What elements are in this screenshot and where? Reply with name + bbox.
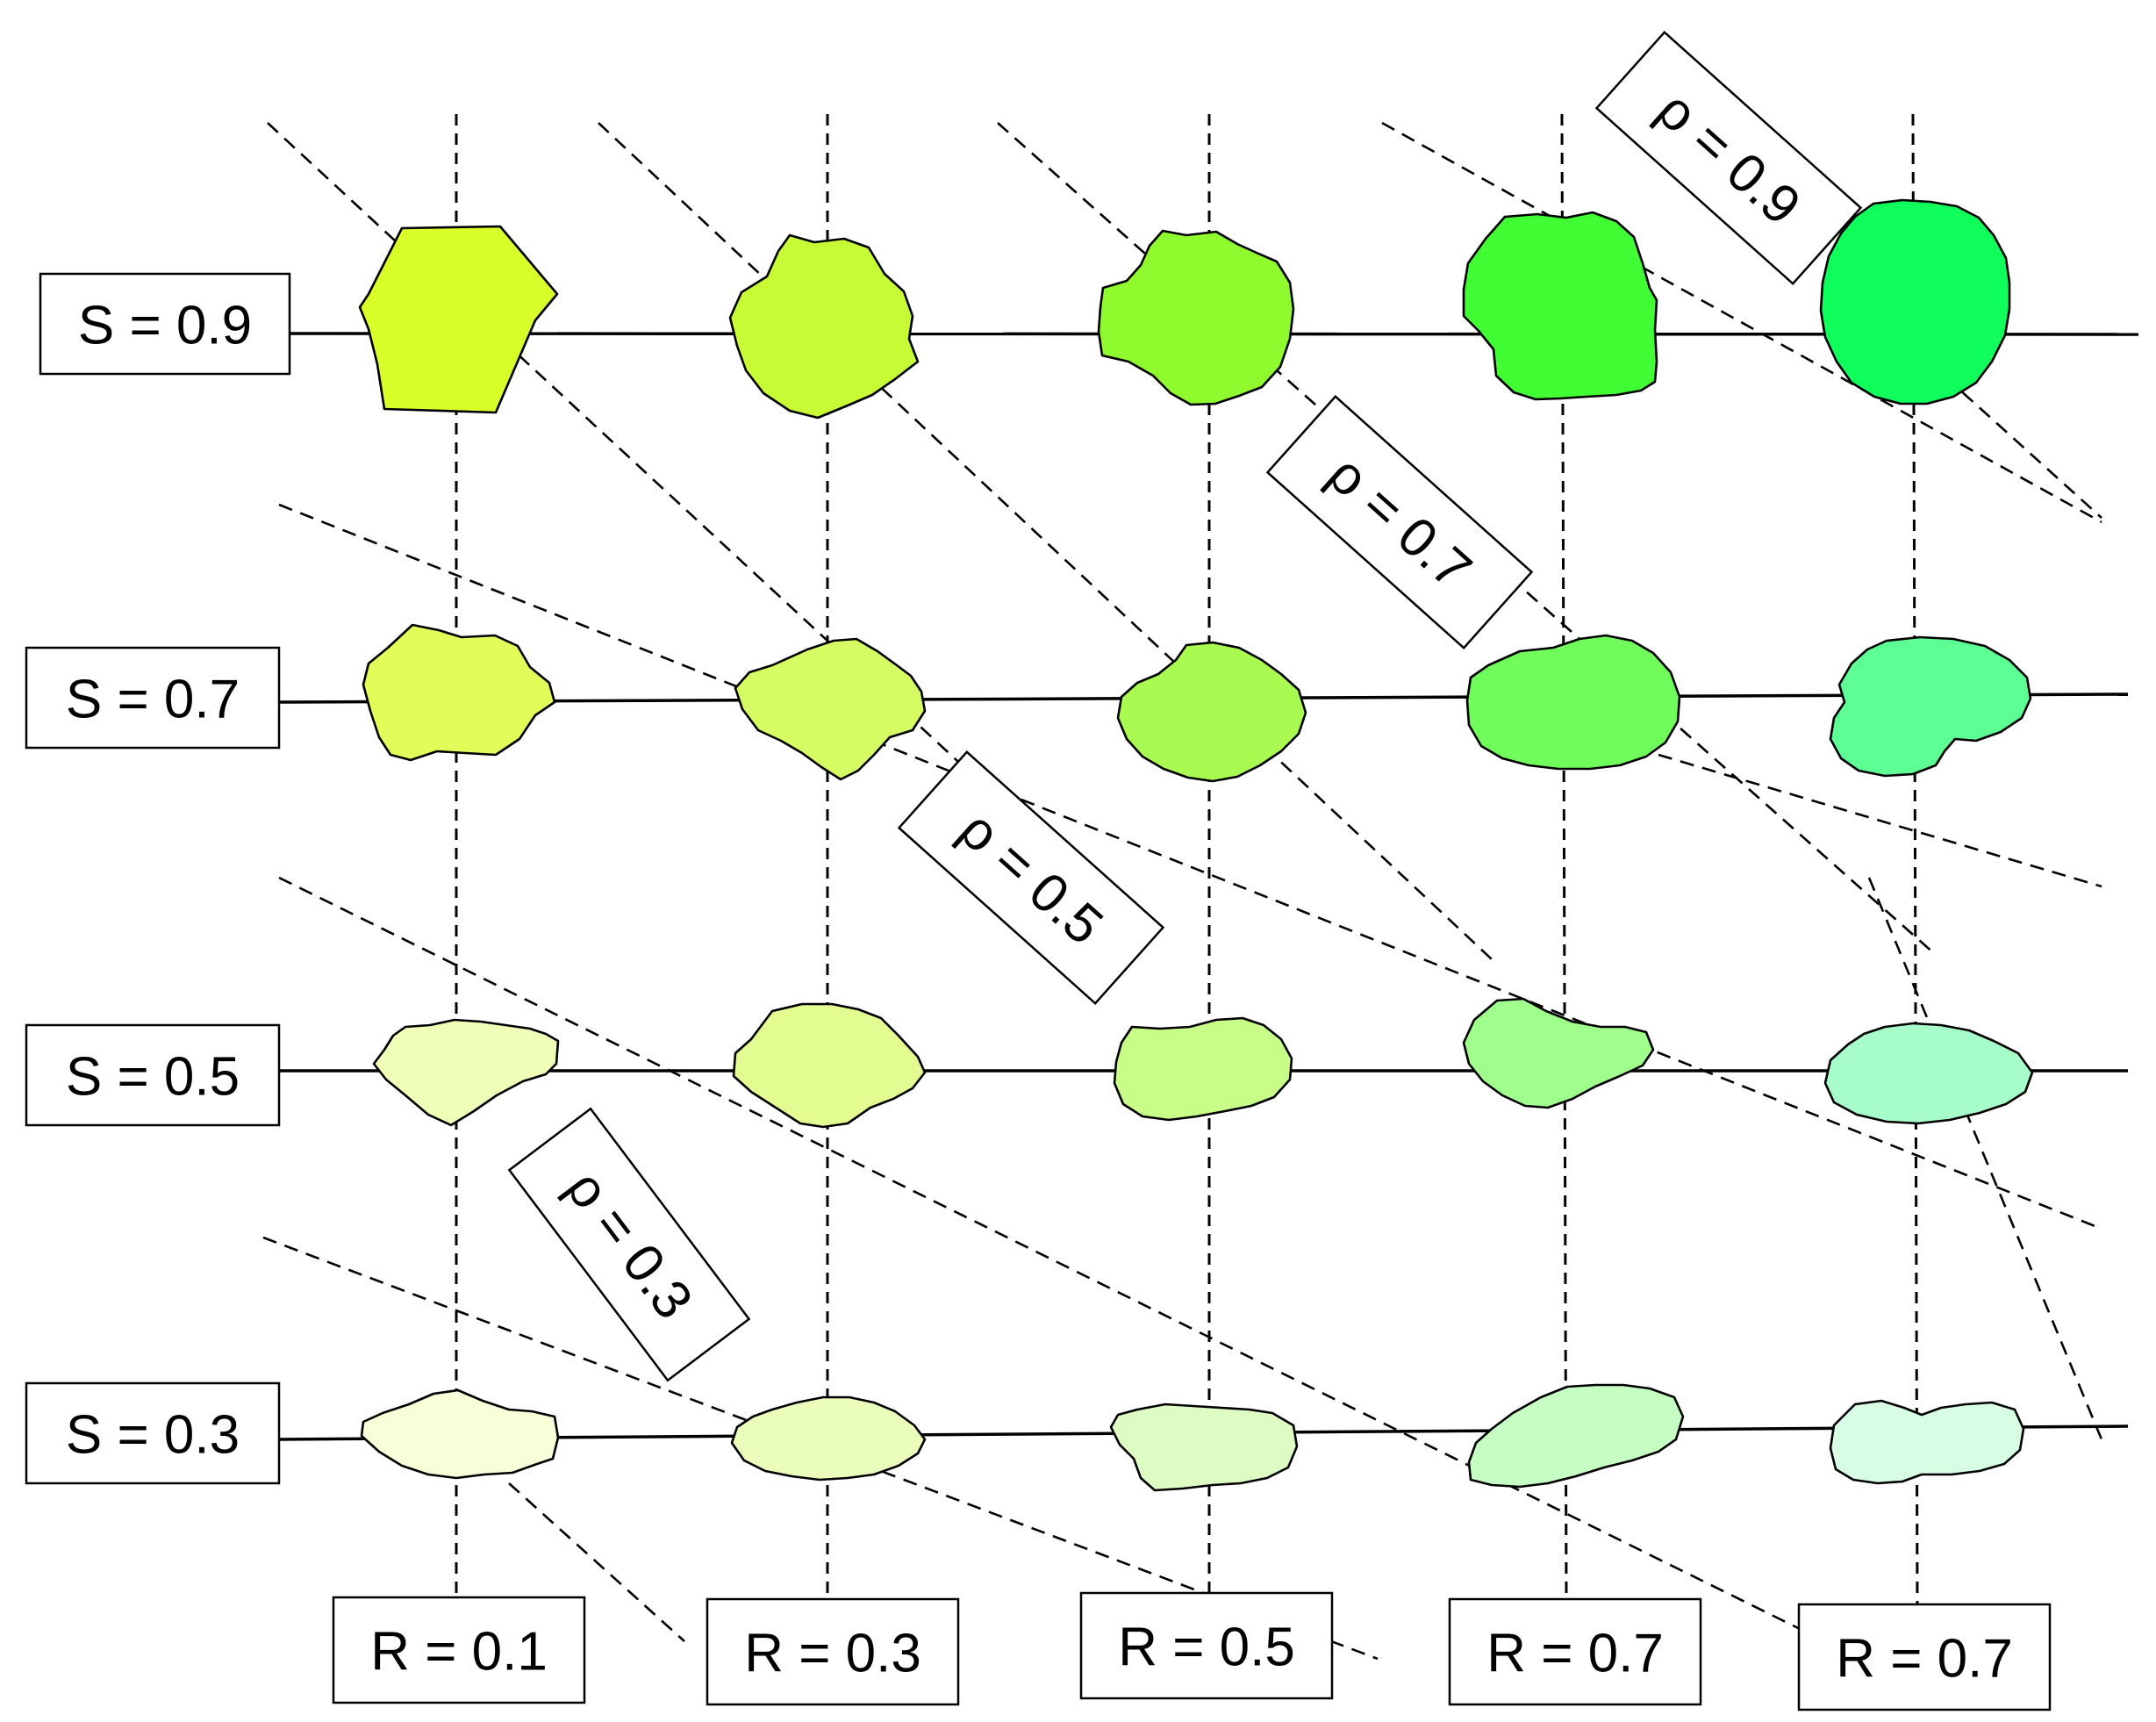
s-label-text: S = 0.9	[78, 296, 252, 356]
r-label-text: R = 0.5	[1118, 1618, 1295, 1678]
blob-s0.7-r0.5	[1116, 641, 1307, 783]
s-label-0.9: S = 0.9	[39, 272, 291, 376]
r-label-box	[1079, 1591, 1334, 1700]
blob-s0.3-r0.1	[360, 1388, 560, 1480]
r-label-text: R = 0.7	[1836, 1629, 2013, 1690]
blob-s0.9-r0.7a	[1462, 211, 1658, 401]
blob-s0.5-r0.5	[1113, 1016, 1293, 1122]
s-label-text: S = 0.7	[66, 670, 240, 730]
rho-guide-line	[508, 1482, 685, 1642]
blob-s0.9-r0.3	[728, 233, 920, 420]
blob-s0.3-r0.5	[1109, 1403, 1299, 1492]
rho-guide-line	[1658, 753, 2102, 888]
blob-s0.5-r0.7b	[1823, 1022, 2034, 1125]
s-label-box	[25, 1381, 281, 1485]
r-guide-line	[1911, 113, 1919, 1605]
s-label-box	[39, 272, 291, 376]
s-label-box	[25, 1023, 281, 1127]
blob-s0.7-r0.3	[734, 637, 927, 781]
rho-label-box	[1594, 31, 1863, 285]
r-labels: R = 0.1 R = 0.3 R = 0.5 R = 0.7 R = 0.7	[332, 1591, 2052, 1711]
rho-guide-line	[1381, 121, 2102, 524]
blob-s0.7-r0.7b	[1829, 635, 2032, 778]
rho-guide-line	[267, 122, 1028, 826]
rho-label-0.5: ρ = 0.5	[897, 750, 1165, 1005]
r-guide-lines	[455, 113, 1919, 1605]
r-label-box	[1448, 1597, 1702, 1706]
blob-s0.5-r0.3	[732, 1002, 927, 1129]
blob-s0.9-r0.5	[1097, 229, 1295, 406]
s-label-0.3: S = 0.3	[25, 1381, 281, 1485]
r-label-0.7-second: R = 0.7	[1797, 1603, 2052, 1711]
r-label-0.7-first: R = 0.7	[1448, 1597, 1702, 1706]
r-label-text: R = 0.7	[1486, 1624, 1664, 1684]
r-label-text: R = 0.1	[370, 1622, 548, 1683]
r-label-box	[1797, 1603, 2052, 1711]
blob-s0.7-r0.1	[362, 623, 556, 762]
rho-label-box	[897, 750, 1165, 1005]
blob-s0.9-r0.1	[358, 225, 559, 414]
r-label-0.3: R = 0.3	[706, 1597, 960, 1706]
rho-guide-line	[278, 876, 1861, 1661]
rho-labels: ρ = 0.9 ρ = 0.7 ρ = 0.5 ρ = 0.3	[507, 31, 1863, 1382]
blob-s0.5-r0.7a	[1462, 997, 1655, 1109]
r-label-text: R = 0.3	[744, 1624, 921, 1684]
s-label-0.5: S = 0.5	[25, 1023, 281, 1127]
rho-guide-line	[278, 503, 2102, 1231]
blob-s0.3-r0.3	[730, 1396, 927, 1482]
r-label-box	[332, 1596, 586, 1704]
blob-s0.3-r0.7b	[1829, 1399, 2025, 1485]
rho-label-box	[507, 1107, 751, 1382]
rho-label-box	[1265, 395, 1534, 649]
blob-grid	[358, 198, 2034, 1492]
blob-s0.5-r0.1	[372, 1018, 560, 1127]
blob-s0.7-r0.7a	[1465, 634, 1681, 771]
r-guide-line	[1560, 113, 1568, 1600]
r-label-0.1: R = 0.1	[332, 1596, 586, 1704]
blob-s0.3-r0.7a	[1467, 1383, 1685, 1489]
blob-s0.9-r0.7b	[1819, 198, 2011, 405]
rho-label-0.7: ρ = 0.7	[1265, 395, 1534, 649]
r-label-box	[706, 1597, 960, 1706]
rho-guide-line	[1867, 877, 2103, 1440]
s-label-text: S = 0.3	[66, 1405, 240, 1466]
s-label-text: S = 0.5	[66, 1047, 240, 1108]
r-label-0.5: R = 0.5	[1079, 1591, 1334, 1700]
rho-label-0.3: ρ = 0.3	[507, 1107, 751, 1382]
s-label-0.7: S = 0.7	[25, 646, 281, 750]
s-label-box	[25, 646, 281, 750]
s-labels: S = 0.9 S = 0.7 S = 0.5 S = 0.3	[25, 272, 291, 1485]
